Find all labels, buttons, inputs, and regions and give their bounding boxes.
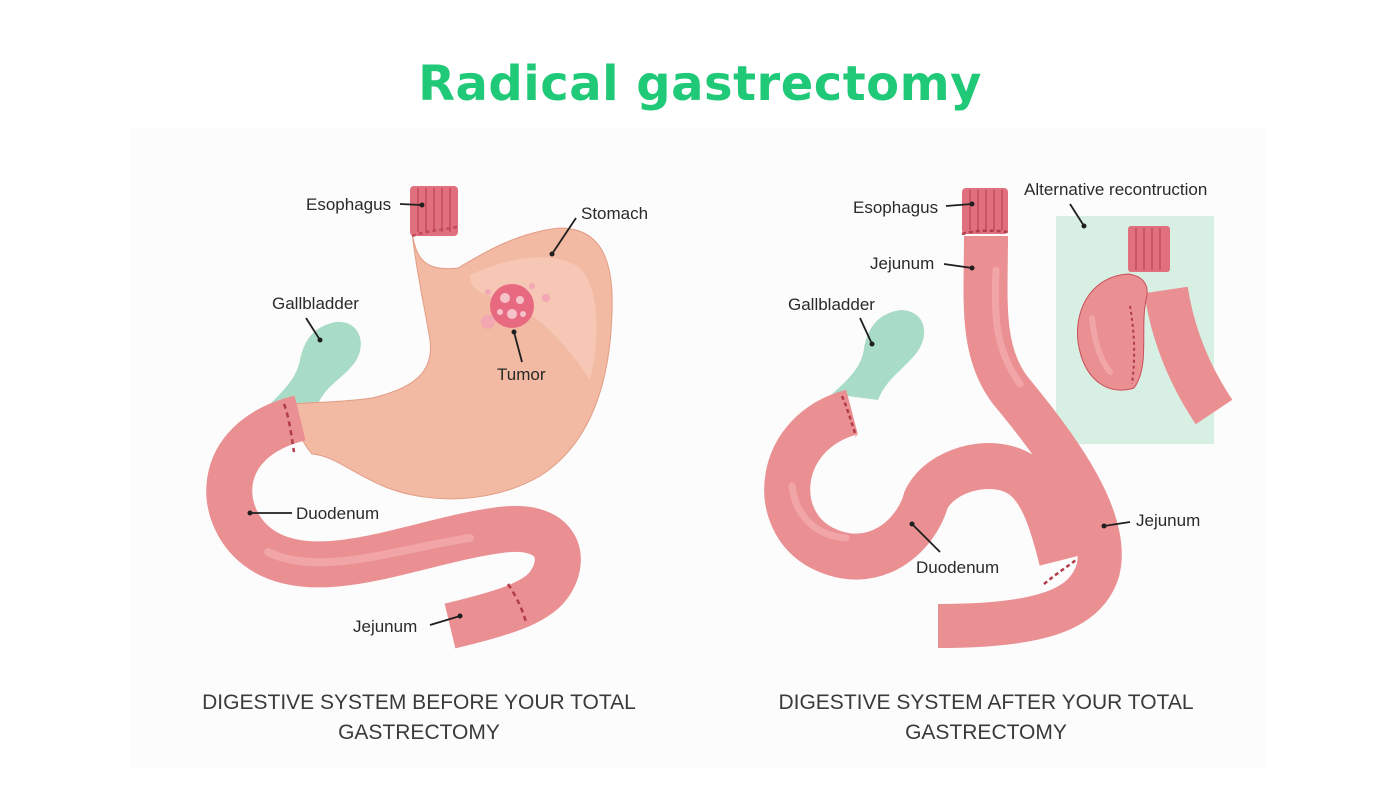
gallbladder-shape-before: [262, 321, 361, 412]
esophagus-stripes-after: [969, 190, 1003, 230]
inset-esophagus-stripes: [1135, 228, 1161, 270]
after-leaders: [859, 201, 1131, 553]
caption-after: DIGESTIVE SYSTEM AFTER YOUR TOTAL GASTRE…: [726, 688, 1246, 748]
intestine-highlight-before: [264, 534, 474, 567]
label-jejunum-top: Jejunum: [870, 254, 934, 273]
label-gallbladder-after: Gallbladder: [788, 295, 875, 314]
esophagus-shape-after: [962, 188, 1008, 234]
inset-jejunal-limb: [1144, 286, 1233, 425]
label-gallbladder-before: Gallbladder: [272, 294, 359, 313]
duodenum-shape-after: [764, 389, 1085, 580]
label-esophagus-before: Esophagus: [306, 195, 391, 214]
before-diagram: Esophagus Stomach Gallbladder Tumor Duod…: [206, 186, 648, 649]
label-jejunum-right: Jejunum: [1136, 511, 1200, 530]
jejunum-limb-after: [937, 235, 1122, 648]
esophagus-anastomosis-after: [961, 229, 1009, 236]
jejunum-anastomosis: [1043, 558, 1077, 585]
gallbladder-shape-after: [832, 310, 925, 400]
tumor-satellites: [481, 283, 550, 329]
tumor-spots: [497, 293, 526, 319]
esophagus-junction-before: [411, 224, 461, 238]
after-diagram: Esophagus Jejunum Alternative recontruct…: [764, 180, 1233, 648]
caption-before-line1: DIGESTIVE SYSTEM BEFORE YOUR TOTAL: [202, 691, 636, 714]
esophagus-stripes-before: [417, 188, 451, 232]
duodenum-cut-after: [840, 395, 858, 437]
inset-jejunal-pouch: [1076, 273, 1148, 391]
duodenum-highlight-after: [788, 482, 850, 542]
caption-after-line2: GASTRECTOMY: [905, 721, 1067, 744]
before-leaders: [247, 202, 577, 626]
jejunum-cut-line: [506, 583, 528, 623]
caption-before-line2: GASTRECTOMY: [338, 721, 500, 744]
label-stomach: Stomach: [581, 204, 648, 223]
jejunum-highlight-after: [991, 266, 1024, 388]
label-jejunum-before: Jejunum: [353, 617, 417, 636]
label-tumor: Tumor: [497, 365, 546, 384]
label-duodenum-after: Duodenum: [916, 558, 999, 577]
inset-esophagus: [1128, 226, 1170, 272]
caption-after-line1: DIGESTIVE SYSTEM AFTER YOUR TOTAL: [778, 691, 1194, 714]
caption-before: DIGESTIVE SYSTEM BEFORE YOUR TOTAL GASTR…: [159, 688, 679, 748]
inset-pouch-suture: [1129, 305, 1136, 385]
label-esophagus-after: Esophagus: [853, 198, 938, 217]
label-duodenum-before: Duodenum: [296, 504, 379, 523]
page-title: Radical gastrectomy: [418, 56, 982, 112]
label-alternative-reconstruction: Alternative recontruction: [1024, 180, 1207, 199]
inset-pouch-highlight: [1089, 315, 1113, 375]
duodenum-cut-line: [282, 403, 296, 453]
tumor-shape: [490, 284, 534, 328]
